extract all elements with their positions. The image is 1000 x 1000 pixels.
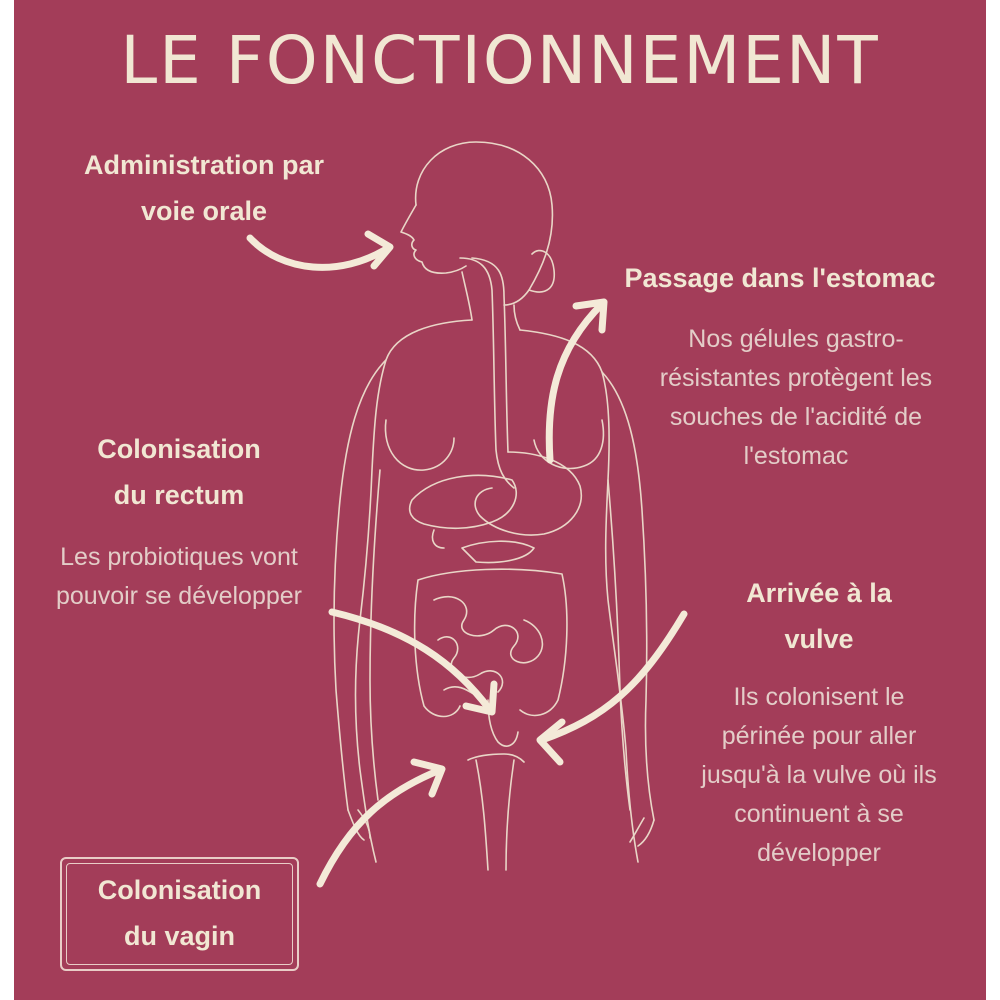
rectum-heading-line: du rectum bbox=[113, 480, 245, 510]
vulva-text-line: développer bbox=[757, 839, 881, 867]
neck-back bbox=[513, 304, 521, 331]
small-intestine bbox=[433, 595, 544, 701]
page-title: LE FONCTIONNEMENT bbox=[120, 22, 880, 99]
uterus bbox=[467, 753, 525, 763]
stomach-text-line: l'estomac bbox=[743, 442, 849, 470]
stomach-heading-line: Passage dans l'estomac bbox=[624, 263, 936, 293]
vulva-text-line: continuent à se bbox=[734, 800, 904, 828]
breast-left bbox=[384, 419, 455, 471]
arm-right-inner bbox=[607, 479, 631, 811]
head-outline bbox=[414, 141, 554, 306]
stomach-text: Nos gélules gastro- résistantes protègen… bbox=[626, 320, 966, 476]
torso-right bbox=[519, 329, 639, 863]
arrow-oral bbox=[246, 234, 392, 271]
rectum-heading-line: Colonisation bbox=[97, 434, 261, 464]
rectum bbox=[487, 699, 519, 747]
arrowhead-rectum bbox=[462, 680, 498, 716]
vulva-text-line: périnée pour aller bbox=[721, 722, 917, 750]
vulva-heading-line: Arrivée à la bbox=[746, 578, 892, 608]
vulva-heading: Arrivée à la vulve bbox=[694, 570, 944, 662]
arrow-rectum bbox=[328, 608, 494, 714]
vulva-text: Ils colonisent le périnée pour aller jus… bbox=[664, 678, 974, 873]
vulva-text-line: Ils colonisent le bbox=[733, 683, 905, 711]
stomach bbox=[474, 451, 583, 536]
arrow-vulva bbox=[538, 610, 688, 744]
esophagus bbox=[459, 257, 515, 489]
oral-heading-line: Administration par bbox=[83, 150, 325, 180]
neck-outline bbox=[461, 271, 473, 321]
vagina-heading-line: du vagin bbox=[123, 921, 235, 951]
rectum-heading: Colonisation du rectum bbox=[54, 426, 304, 518]
gallbladder bbox=[431, 529, 445, 549]
rectum-text-line: Les probiotiques vont bbox=[60, 543, 298, 571]
pancreas bbox=[461, 540, 535, 564]
vagina-box bbox=[60, 857, 299, 971]
oral-heading-line: voie orale bbox=[140, 196, 268, 226]
stomach-text-line: souches de l'acidité de bbox=[669, 403, 923, 431]
vagina-heading: Colonisation du vagin bbox=[60, 867, 299, 959]
infographic-canvas: LE FONCTIONNEMENT Administration par voi… bbox=[14, 0, 986, 1000]
arm-right bbox=[601, 371, 655, 821]
arm-left bbox=[333, 359, 387, 811]
stomach-text-line: Nos gélules gastro- bbox=[688, 325, 904, 353]
liver bbox=[408, 474, 517, 530]
arrowhead-vulva bbox=[536, 718, 566, 766]
esophagus-2 bbox=[471, 257, 509, 453]
hair-bun bbox=[528, 249, 555, 293]
arrowhead-oral bbox=[364, 230, 394, 270]
rectum-text: Les probiotiques vont pouvoir se dévelop… bbox=[24, 538, 334, 616]
rectum-text-line: pouvoir se développer bbox=[56, 582, 302, 610]
oral-heading: Administration par voie orale bbox=[44, 142, 364, 234]
vulva-text-line: jusqu'à la vulve où ils bbox=[701, 761, 937, 789]
anatomy-illustration bbox=[246, 141, 688, 888]
arm-left-inner bbox=[369, 469, 381, 801]
breast-right bbox=[533, 419, 605, 470]
arrow-stomach bbox=[545, 300, 606, 464]
face-profile bbox=[400, 204, 467, 274]
colon bbox=[413, 568, 568, 718]
vulva-heading-line: vulve bbox=[784, 624, 854, 654]
arrow-vagina bbox=[316, 766, 444, 888]
torso-left bbox=[354, 319, 473, 863]
arrowhead-vagina bbox=[410, 758, 446, 798]
vagina-heading-line: Colonisation bbox=[97, 875, 262, 905]
arrowhead-stomach bbox=[572, 298, 608, 334]
stomach-heading: Passage dans l'estomac bbox=[600, 255, 960, 301]
hand-right bbox=[629, 817, 655, 847]
stomach-text-line: résistantes protègent les bbox=[659, 364, 933, 392]
leg-inner bbox=[475, 759, 515, 871]
